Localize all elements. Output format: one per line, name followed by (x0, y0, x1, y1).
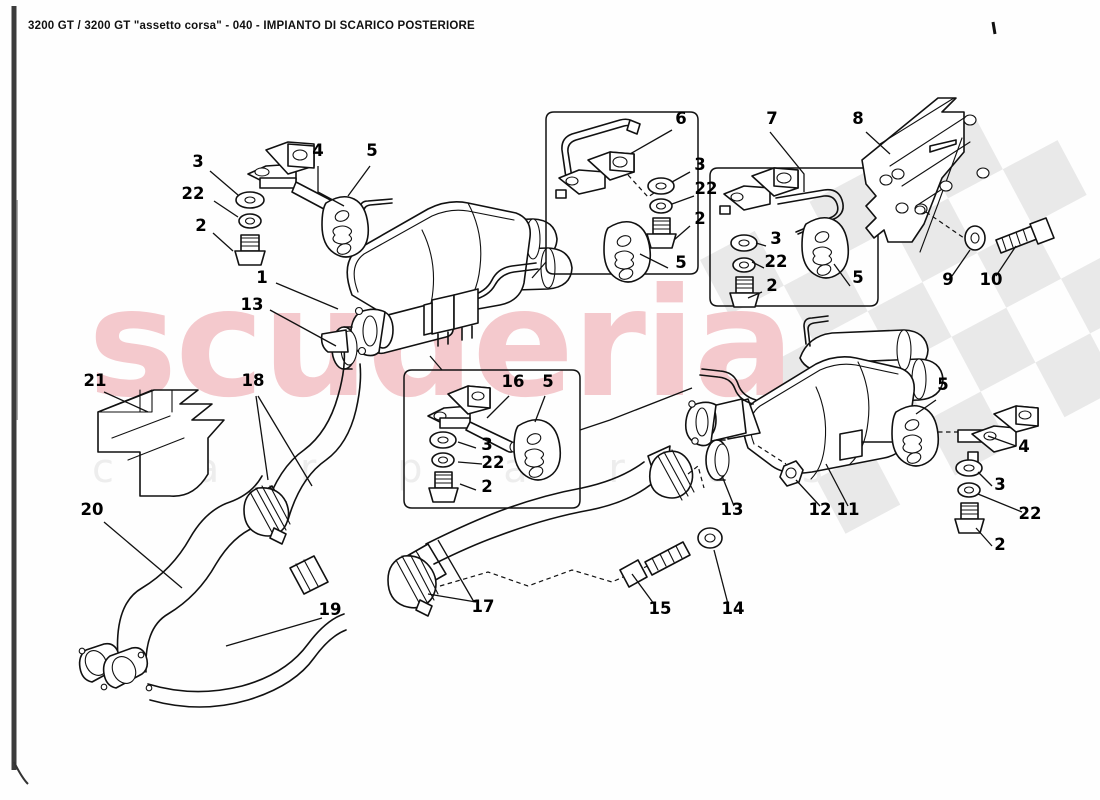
washer-9 (964, 225, 986, 251)
callout-3b: 3 (694, 155, 705, 174)
callout-3d: 3 (481, 435, 492, 454)
bolt-2-box-a (646, 217, 677, 249)
bracket-16 (427, 385, 519, 453)
callout-5e: 5 (937, 375, 948, 394)
callout-10: 10 (980, 270, 1003, 289)
bolt-2-left (234, 234, 266, 266)
left-muffler-hangers (359, 198, 539, 347)
bracket-4-right (957, 405, 1039, 463)
bracket-7 (719, 167, 844, 235)
spring-washer-22-right (957, 482, 981, 498)
callout-3a: 3 (192, 152, 203, 171)
callout-6: 6 (675, 109, 686, 128)
callout-5b: 5 (675, 253, 686, 272)
clamp-18-a (243, 485, 291, 545)
callout-17: 17 (472, 597, 495, 616)
right-muffler-body (742, 356, 916, 474)
watermark-subtitle: c a r p a r t s (92, 446, 857, 492)
callout-9: 9 (942, 270, 953, 289)
callout-12: 12 (809, 500, 832, 519)
heat-shield-8-assembly (861, 97, 1055, 254)
callout-2e: 2 (994, 535, 1005, 554)
nut-12 (779, 460, 804, 487)
callout-15: 15 (649, 599, 672, 618)
left-muffler-outlet (349, 299, 454, 357)
gasket-5-box-b (801, 216, 850, 279)
callout-1: 1 (256, 268, 267, 287)
callout-4a: 4 (312, 141, 323, 160)
callout-numbers: 1 2 3 22 4 5 13 6 3 22 2 5 7 3 22 2 5 8 … (81, 109, 1042, 619)
washer-14 (697, 527, 723, 549)
page-title: 3200 GT / 3200 GT "assetto corsa" - 040 … (28, 20, 475, 32)
spring-washer-22-box-c (431, 452, 455, 468)
callout-box-bracket-6 (531, 111, 699, 283)
callout-box-bracket-16 (403, 355, 693, 509)
callout-19: 19 (319, 600, 342, 619)
washer-3-right (955, 459, 983, 477)
right-muffler-outlet (684, 398, 761, 447)
callout-22e: 22 (1019, 504, 1042, 523)
callout-14: 14 (722, 599, 745, 618)
clamp-17 (387, 553, 439, 617)
callout-2a: 2 (195, 216, 206, 235)
front-exhaust-pipes (78, 329, 723, 708)
callout-21: 21 (84, 371, 107, 390)
bolt-2-right (954, 502, 985, 534)
callout-2d: 2 (481, 477, 492, 496)
callout-2c: 2 (766, 276, 777, 295)
callout-20: 20 (81, 500, 104, 519)
bolt-15 (619, 541, 691, 588)
bolt-2-box-c (428, 471, 459, 503)
right-muffler-assembly (684, 315, 1039, 534)
callout-4b: 4 (1018, 437, 1029, 456)
sealing-ring-13-right (705, 439, 730, 481)
callout-22b: 22 (695, 179, 718, 198)
washer-3-box-b (730, 234, 758, 252)
callout-11: 11 (837, 500, 860, 519)
spring-washer-22-box-a (649, 198, 673, 214)
washer-3-box-a (647, 177, 675, 195)
scan-edge (11, 6, 997, 785)
callout-22d: 22 (482, 453, 505, 472)
callout-18: 18 (242, 371, 265, 390)
riser-pipe-left (263, 329, 362, 521)
gasket-5-box-c (513, 418, 562, 481)
callout-5a: 5 (366, 141, 377, 160)
callout-2b: 2 (694, 209, 705, 228)
right-muffler-hangers (699, 315, 895, 461)
callout-5c: 5 (852, 268, 863, 287)
gasket-5-right (891, 404, 940, 467)
leader-lines (103, 129, 1023, 647)
callout-13b: 13 (721, 500, 744, 519)
callout-3e: 3 (994, 475, 1005, 494)
bolt-10 (995, 217, 1055, 254)
washer-3-box-c (429, 431, 457, 449)
washer-3-left (235, 191, 265, 209)
left-muffler-assembly (234, 141, 573, 370)
spring-washer-22-left (238, 213, 262, 229)
callout-22c: 22 (765, 252, 788, 271)
gasket-5-left (321, 195, 370, 258)
callout-box-bracket-7 (709, 167, 879, 308)
callout-8: 8 (852, 109, 863, 128)
callout-3c: 3 (770, 229, 781, 248)
callout-5d: 5 (542, 372, 553, 391)
callout-7: 7 (766, 109, 777, 128)
clamp-18-b (648, 449, 695, 501)
gasket-5-box-a (603, 220, 652, 283)
bracket-6 (555, 118, 641, 199)
callout-16: 16 (502, 372, 525, 391)
spring-washer-22-box-b (732, 257, 756, 273)
callout-13a: 13 (241, 295, 264, 314)
callout-22a: 22 (182, 184, 205, 203)
